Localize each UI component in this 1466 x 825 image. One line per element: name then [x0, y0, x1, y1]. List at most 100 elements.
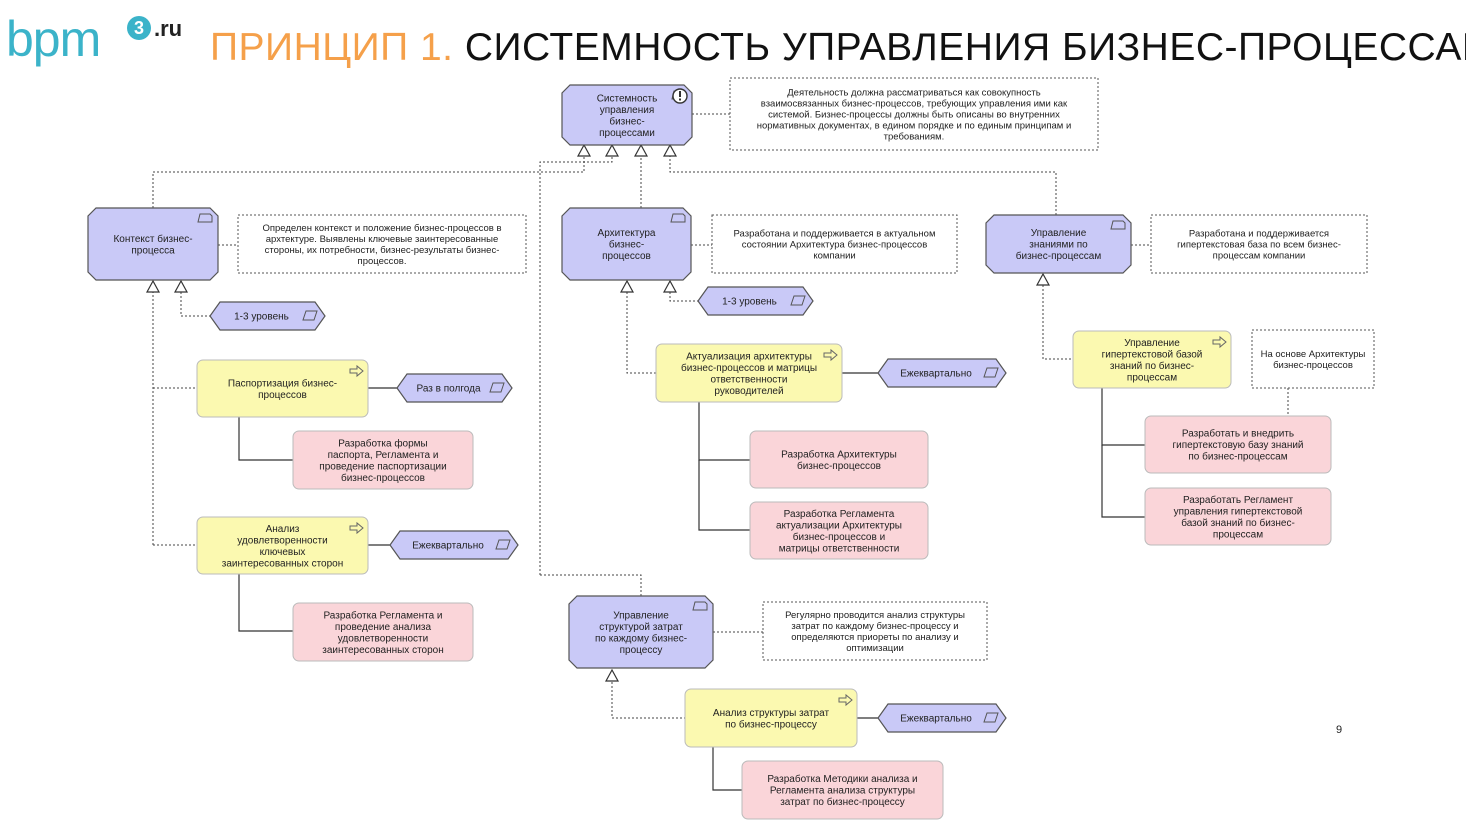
event-icon [489, 382, 505, 393]
note-text: Разработана и поддерживается в актуально… [734, 228, 936, 261]
composition-connector [1101, 388, 1145, 446]
composition-connector [712, 747, 742, 791]
event-icon [983, 712, 999, 723]
principle-label: Контекст бизнес-процесса [113, 233, 192, 257]
bpm3-logo: bpm 3 .ru [6, 10, 182, 68]
process-arrow-icon [349, 521, 364, 535]
note-text: Деятельность должна рассматриваться как … [757, 87, 1072, 142]
event-label: Раз в полгода [417, 384, 481, 395]
realization-arrowhead [633, 143, 649, 157]
composition-connector [238, 574, 293, 632]
logo-domain: .ru [154, 16, 183, 41]
title-accent: ПРИНЦИП 1. [210, 26, 454, 69]
event-label: 1-3 уровень [722, 297, 777, 308]
event-cost-frequency: Ежеквартально [877, 703, 1007, 733]
event-icon [790, 295, 806, 306]
composition-connector [238, 417, 293, 461]
dotted-connector [626, 292, 656, 374]
event-architecture-frequency: Ежеквартально [877, 358, 1007, 388]
dotted-connector [152, 155, 585, 208]
principle-icon [692, 601, 708, 611]
note-root: Деятельность должна рассматриваться как … [729, 77, 1099, 151]
realization-arrowhead [1035, 272, 1051, 286]
process-passport: Паспортизация бизнес-процессов [196, 359, 369, 418]
principle-icon [197, 213, 213, 223]
event-label: 1-3 уровень [234, 312, 289, 323]
dotted-connector [539, 155, 613, 575]
dotted-connector [540, 574, 642, 596]
composition-connector [698, 402, 750, 461]
dotted-connector [669, 292, 698, 302]
realization-arrowhead [662, 279, 678, 293]
principle-icon [1110, 220, 1126, 230]
realization-arrowhead [604, 668, 620, 682]
event-icon [302, 310, 318, 321]
event-architecture-level: 1-3 уровень [697, 286, 814, 316]
event-label: Ежеквартально [900, 369, 972, 380]
realization-arrowhead [576, 143, 592, 157]
event-context-level: 1-3 уровень [209, 301, 326, 331]
process-arrow-icon [349, 364, 364, 378]
event-label: Ежеквартально [412, 541, 484, 552]
principle-icon [670, 213, 686, 223]
event-satisfaction-frequency: Ежеквартально [389, 530, 519, 560]
event-label: Ежеквартально [900, 714, 972, 725]
dotted-connector [180, 292, 210, 317]
note-text: Определен контекст и положение бизнес-пр… [262, 223, 501, 267]
process-label: Паспортизация бизнес-процессов [228, 377, 337, 401]
title-main: СИСТЕМНОСТЬ УПРАВЛЕНИЯ БИЗНЕС-ПРОЦЕССАМИ [464, 26, 1466, 69]
realization-arrowhead [619, 279, 635, 293]
event-icon [983, 367, 999, 378]
composition-connector [1101, 445, 1145, 518]
logo-digit-badge: 3 [127, 16, 151, 40]
dotted-connector [669, 155, 1057, 215]
realization-arrowhead [173, 279, 189, 293]
dotted-connector [611, 682, 685, 719]
composition-connector [698, 460, 750, 531]
process-arrow-icon [823, 348, 838, 362]
dotted-connector [1042, 285, 1073, 360]
realization-arrowhead [662, 143, 678, 157]
event-icon [495, 539, 511, 550]
slide-title: ПРИНЦИП 1. СИСТЕМНОСТЬ УПРАВЛЕНИЯ БИЗНЕС… [210, 26, 1466, 70]
note-architecture: Разработана и поддерживается в актуально… [711, 214, 958, 274]
event-passport-frequency: Раз в полгода [396, 373, 513, 403]
page-number: 9 [1336, 724, 1343, 736]
logo-text: bpm [6, 11, 101, 67]
